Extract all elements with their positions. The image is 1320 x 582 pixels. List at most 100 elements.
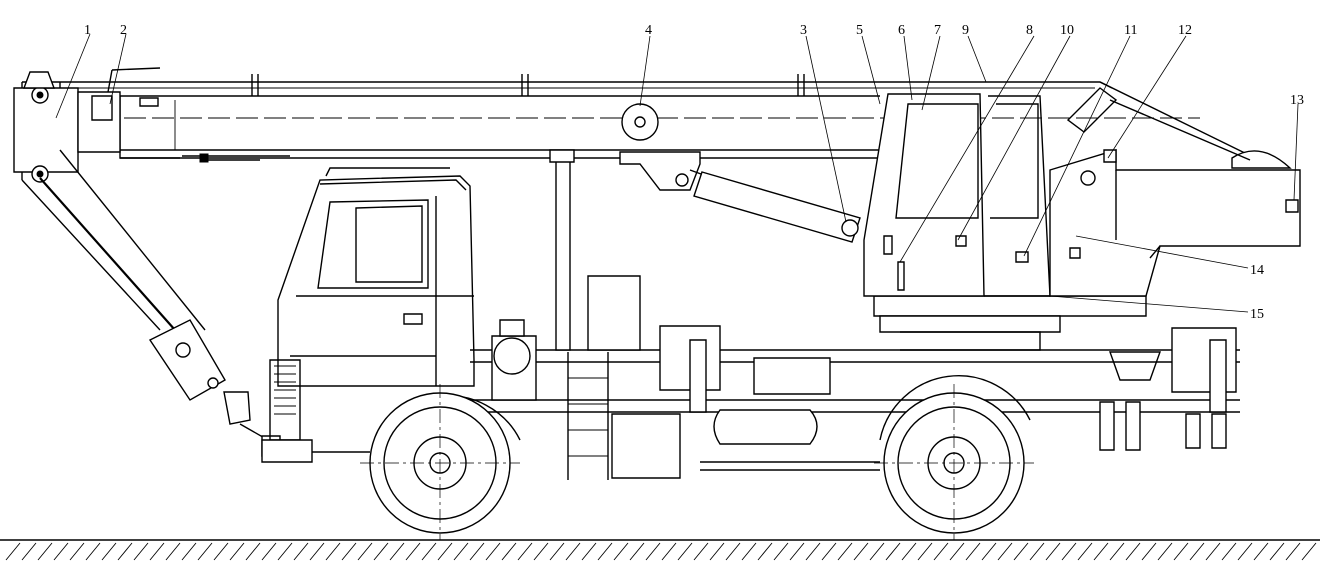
ground-hatch-stroke xyxy=(165,542,181,561)
ground-hatch-stroke xyxy=(645,542,661,561)
ground-hatch-stroke xyxy=(885,542,901,561)
ground-hatch-stroke xyxy=(357,542,373,561)
ground-hatch-stroke xyxy=(405,542,421,561)
ground-hatch-stroke xyxy=(149,542,165,561)
ground-hatch-stroke xyxy=(421,542,437,561)
ground-hatch-stroke xyxy=(1253,542,1269,561)
callout-14: 14 xyxy=(1250,263,1264,278)
ground-hatch-stroke xyxy=(1205,542,1221,561)
ground-hatch-stroke xyxy=(437,542,453,561)
ground-hatch-stroke xyxy=(869,542,885,561)
ground-hatch-stroke xyxy=(261,542,277,561)
ground-hatch-stroke xyxy=(53,542,69,561)
ground-hatch-stroke xyxy=(181,542,197,561)
ground-hatch-stroke xyxy=(453,542,469,561)
ground-hatch-stroke xyxy=(661,542,677,561)
ground-hatch-stroke xyxy=(965,542,981,561)
ground-hatch-stroke xyxy=(85,542,101,561)
callout-9: 9 xyxy=(962,23,969,38)
ground-hatch-stroke xyxy=(293,542,309,561)
callout-2: 2 xyxy=(120,23,127,38)
ground-hatch-stroke xyxy=(565,542,581,561)
ground-hatch-stroke xyxy=(389,542,405,561)
ground-hatch-stroke xyxy=(581,542,597,561)
ground-hatch-stroke xyxy=(901,542,917,561)
callout-3: 3 xyxy=(800,23,807,38)
callout-8: 8 xyxy=(1026,23,1033,38)
ground-hatch-stroke xyxy=(741,542,757,561)
ground-hatch-stroke xyxy=(341,542,357,561)
ground-hatch-stroke xyxy=(709,542,725,561)
callout-11: 11 xyxy=(1124,23,1137,38)
ground-hatch-stroke xyxy=(133,542,149,561)
ground-hatch-stroke xyxy=(309,542,325,561)
callout-7: 7 xyxy=(934,23,941,38)
ground-hatch-stroke xyxy=(629,542,645,561)
ground-hatch-stroke xyxy=(1013,542,1029,561)
callout-13: 13 xyxy=(1290,93,1304,108)
ground-hatch-stroke xyxy=(1093,542,1109,561)
callout-5: 5 xyxy=(856,23,863,38)
ground-hatch-stroke xyxy=(117,542,133,561)
ground-hatch-stroke xyxy=(757,542,773,561)
ground-hatch-stroke xyxy=(1173,542,1189,561)
ground-hatch-stroke xyxy=(677,542,693,561)
ground-hatch-stroke xyxy=(597,542,613,561)
ground-hatch-stroke xyxy=(981,542,997,561)
ground-hatch-stroke xyxy=(469,542,485,561)
ground-hatch-stroke xyxy=(725,542,741,561)
front-wheel xyxy=(360,384,521,540)
callout-labels: 1 2 3 4 5 6 7 8 9 10 11 12 13 14 15 xyxy=(84,23,1304,322)
ground-hatch-stroke xyxy=(1061,542,1077,561)
ground-hatch-stroke xyxy=(37,542,53,561)
ground-hatch-stroke xyxy=(1157,542,1173,561)
ground-hatch-stroke xyxy=(997,542,1013,561)
ground-hatch-stroke xyxy=(533,542,549,561)
truck-cab xyxy=(261,167,475,463)
ground-hatch-stroke xyxy=(1301,542,1317,561)
ground-hatch-stroke xyxy=(1109,542,1125,561)
ground-hatching xyxy=(5,542,1317,561)
ground-hatch-stroke xyxy=(1285,542,1301,561)
superstructure xyxy=(863,87,1301,351)
ground-hatch-stroke xyxy=(853,542,869,561)
hook-rope-and-hook xyxy=(21,149,281,457)
ground-hatch-stroke xyxy=(821,542,837,561)
boom-lift-cylinder xyxy=(619,151,861,243)
ground-hatch-stroke xyxy=(933,542,949,561)
ground-hatch-stroke xyxy=(325,542,341,561)
callout-10: 10 xyxy=(1060,23,1074,38)
ground-hatch-stroke xyxy=(5,542,21,561)
ground-hatch-stroke xyxy=(1125,542,1141,561)
ground-hatch-stroke xyxy=(21,542,37,561)
leader-lines xyxy=(55,33,1299,313)
ground-hatch-stroke xyxy=(229,542,245,561)
rear-wheel xyxy=(874,375,1034,540)
ground-hatch-stroke xyxy=(501,542,517,561)
ground-hatch-stroke xyxy=(277,542,293,561)
ground-hatch-stroke xyxy=(517,542,533,561)
ground-hatch-stroke xyxy=(773,542,789,561)
ground-hatch-stroke xyxy=(805,542,821,561)
ground-hatch-stroke xyxy=(197,542,213,561)
ground xyxy=(0,539,1320,561)
ground-hatch-stroke xyxy=(1077,542,1093,561)
ground-hatch-stroke xyxy=(485,542,501,561)
callout-12: 12 xyxy=(1178,23,1192,38)
callout-1: 1 xyxy=(84,23,91,38)
callout-15: 15 xyxy=(1250,307,1264,322)
ground-hatch-stroke xyxy=(789,542,805,561)
ground-hatch-stroke xyxy=(1141,542,1157,561)
ground-hatch-stroke xyxy=(1045,542,1061,561)
boom xyxy=(13,67,1256,183)
ground-hatch-stroke xyxy=(1221,542,1237,561)
ground-hatch-stroke xyxy=(949,542,965,561)
ground-hatch-stroke xyxy=(245,542,261,561)
ground-hatch-stroke xyxy=(837,542,853,561)
ground-hatch-stroke xyxy=(917,542,933,561)
ground-hatch-stroke xyxy=(213,542,229,561)
ground-hatch-stroke xyxy=(1189,542,1205,561)
ground-hatch-stroke xyxy=(549,542,565,561)
ground-hatch-stroke xyxy=(373,542,389,561)
